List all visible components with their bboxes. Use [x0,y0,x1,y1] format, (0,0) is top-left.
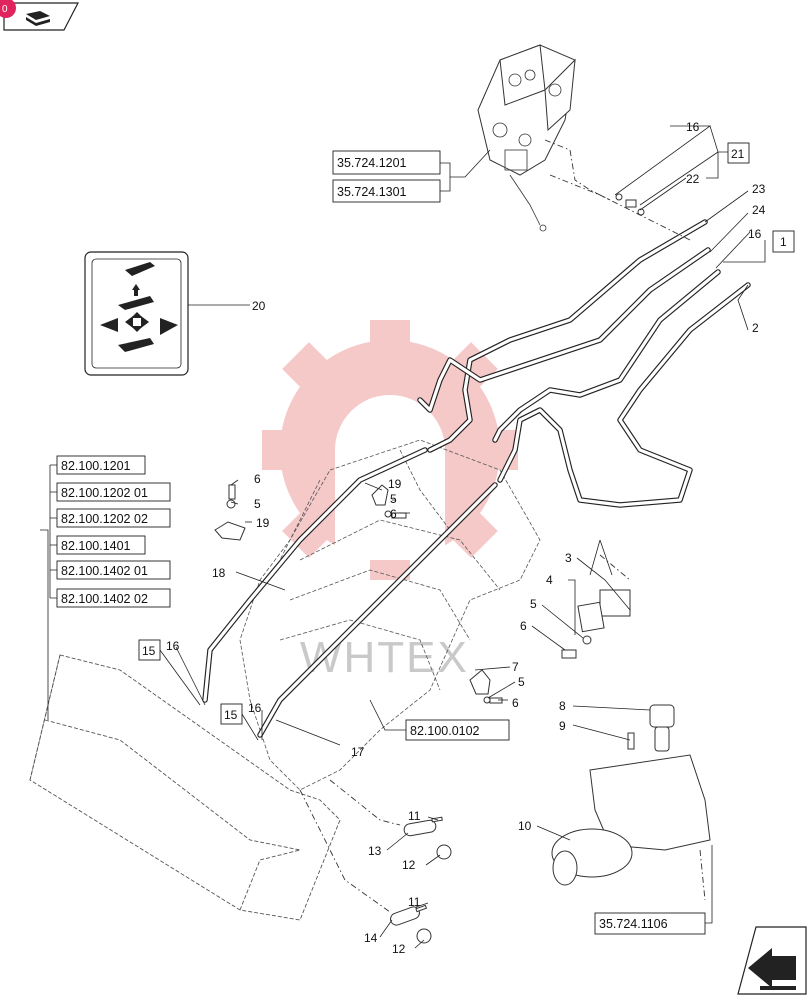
part-label: 16 [166,639,180,653]
leader-lines [40,125,766,949]
part-label: 16 [686,120,700,134]
ref-82-100-1401[interactable]: 82.100.1401 [61,539,131,553]
part-label: 23 [752,182,766,196]
part-label: 5 [390,492,397,506]
part-label: 22 [686,172,700,186]
svg-text:0: 0 [2,4,8,15]
part-label: 5 [518,675,525,689]
part-labels: 16 22 23 24 16 2 20 6 5 19 19 5 6 18 16 … [166,120,766,956]
part-label: 5 [530,597,537,611]
boxed-label-15-a[interactable]: 15 [142,644,156,658]
part-label: 10 [518,819,532,833]
watermark-text: WHTEX [300,633,469,682]
part-label: 5 [254,497,261,511]
part-label: 12 [392,942,406,956]
part-label: 19 [388,477,402,491]
ref-35-724-1301[interactable]: 35.724.1301 [337,185,407,199]
ref-82-100-1402-01[interactable]: 82.100.1402 01 [61,564,148,578]
part-label: 20 [252,299,266,313]
guide-lines [299,139,706,913]
part-label: 9 [559,719,566,733]
ref-35-724-1201[interactable]: 35.724.1201 [337,156,407,170]
boxed-label-1[interactable]: 1 [780,235,787,249]
reference-boxes[interactable]: 35.724.1201 35.724.1301 82.100.1201 82.1… [56,150,706,935]
part-label: 18 [212,566,226,580]
nav-next-button[interactable] [737,926,807,995]
part-label: 6 [390,507,397,521]
nav-back-button[interactable] [3,2,79,31]
part-label: 3 [565,551,572,565]
ref-82-100-1402-02[interactable]: 82.100.1402 02 [61,592,148,606]
ref-82-100-0102[interactable]: 82.100.0102 [410,724,480,738]
ref-82-100-1201[interactable]: 82.100.1201 [61,459,131,473]
part-label: 8 [559,699,566,713]
ref-82-100-1202-02[interactable]: 82.100.1202 02 [61,512,148,526]
part-label: 6 [512,696,519,710]
control-valve-drawing [477,44,576,232]
part-label: 2 [752,321,759,335]
hydraulic-pipes [202,219,751,738]
hardware-parts [214,193,711,944]
boxed-label-15-b[interactable]: 15 [224,708,238,722]
part-label: 4 [546,573,553,587]
loader-frame-drawing [239,439,541,791]
boxed-labels[interactable]: 21 1 15 15 [138,142,795,725]
part-label: 24 [752,203,766,217]
ref-82-100-1202-01[interactable]: 82.100.1202 01 [61,486,148,500]
part-label: 6 [520,619,527,633]
part-label: 17 [351,745,365,759]
part-label: 11 [408,809,421,823]
part-label: 7 [512,660,519,674]
boxed-label-21[interactable]: 21 [731,147,745,161]
part-label: 16 [248,701,262,715]
control-pattern-decal [84,251,189,376]
part-label: 12 [402,858,416,872]
part-label: 11 [408,895,421,909]
part-label: 16 [748,227,762,241]
part-label: 6 [254,472,261,486]
part-label: 14 [364,931,378,945]
ref-35-724-1106[interactable]: 35.724.1106 [599,917,668,931]
book-arrow-icon [26,11,50,26]
nav-badge: 0 [0,0,16,18]
part-label: 13 [368,844,382,858]
arrow-forward-icon [748,948,796,990]
bucket-drawing [29,654,341,921]
part-label: 19 [256,516,270,530]
